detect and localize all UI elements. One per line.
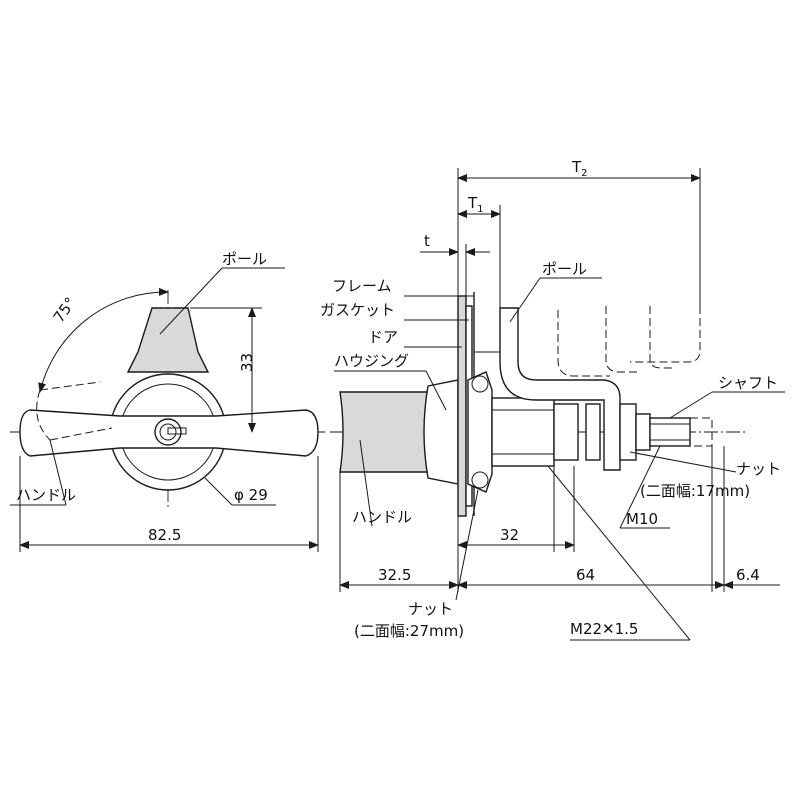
nut-small-width: (二面幅:17mm) <box>640 482 750 500</box>
thread-leader <box>547 465 691 641</box>
gasket-label: ガスケット <box>320 301 395 319</box>
pole-dashed-3 <box>649 306 674 369</box>
housing-label: ハウジング <box>334 352 409 370</box>
dim32-label: 32 <box>500 526 519 544</box>
small-nut-left <box>585 403 601 461</box>
pole-label: ポール <box>222 250 267 268</box>
diameter-leader <box>204 477 233 506</box>
front-view: 75° ポール 33 ハンドル φ 29 82.5 <box>10 250 325 552</box>
dim33-label: 33 <box>238 353 256 372</box>
large-nut <box>467 371 493 493</box>
nut-small-leader <box>629 451 737 473</box>
frame-label: フレーム <box>332 277 392 295</box>
large-nut-top-chamfer <box>471 375 489 393</box>
t-label: t <box>424 232 430 250</box>
keyhole-slot <box>167 427 187 435</box>
side-housing <box>423 379 459 485</box>
m10-leader <box>619 445 661 529</box>
pole-arm <box>499 307 621 471</box>
diameter-label: φ 29 <box>234 486 268 504</box>
key-cylinder-inner <box>159 423 177 441</box>
dim325-label: 32.5 <box>378 566 411 584</box>
frame-bracket <box>473 296 500 353</box>
nut-large-width: (二面幅:27mm) <box>354 622 464 640</box>
thread-label: M22✕1.5 <box>570 620 638 638</box>
angle-label: 75° <box>50 294 80 326</box>
shaft-dashed-end <box>689 417 713 447</box>
housing-leader <box>425 370 447 411</box>
t1-label: T1 <box>467 194 484 215</box>
nut-large-leader <box>455 489 479 601</box>
side-view: T2 T1 t フレーム ガスケット ドア ハウジング ポール シャフト ナット… <box>320 158 785 641</box>
t2-label: T2 <box>571 158 588 179</box>
pole-leader <box>159 267 223 335</box>
nut-small-label: ナット <box>736 460 781 478</box>
angle-arc <box>38 287 169 393</box>
pole-dashed-2 <box>605 306 640 373</box>
side-handle-leader <box>359 439 373 527</box>
body-step <box>553 403 579 461</box>
door-label: ドア <box>368 328 398 346</box>
pole-side-leader <box>509 277 541 323</box>
lock-body <box>491 397 555 467</box>
shaft <box>649 417 691 447</box>
door-plate <box>457 295 467 517</box>
pole-dashed-1 <box>557 310 610 377</box>
washer <box>635 413 651 451</box>
handle-leader <box>49 439 67 506</box>
pole-side-label: ポール <box>542 260 587 278</box>
m10-label: M10 <box>626 510 658 528</box>
large-nut-bottom-chamfer <box>471 471 489 489</box>
pole-dashed-4 <box>630 306 701 363</box>
side-handle-label: ハンドル <box>352 508 412 526</box>
shaft-leader <box>669 391 713 419</box>
handle-label: ハンドル <box>16 486 76 504</box>
side-handle <box>339 391 437 473</box>
dim64b-label: 6.4 <box>736 566 760 584</box>
small-nut-right <box>619 403 637 461</box>
pole-tab <box>126 307 210 373</box>
dim64-label: 64 <box>576 566 595 584</box>
shaft-label: シャフト <box>718 374 778 392</box>
dim825-label: 82.5 <box>148 526 181 544</box>
nut-large-label: ナット <box>408 600 453 618</box>
